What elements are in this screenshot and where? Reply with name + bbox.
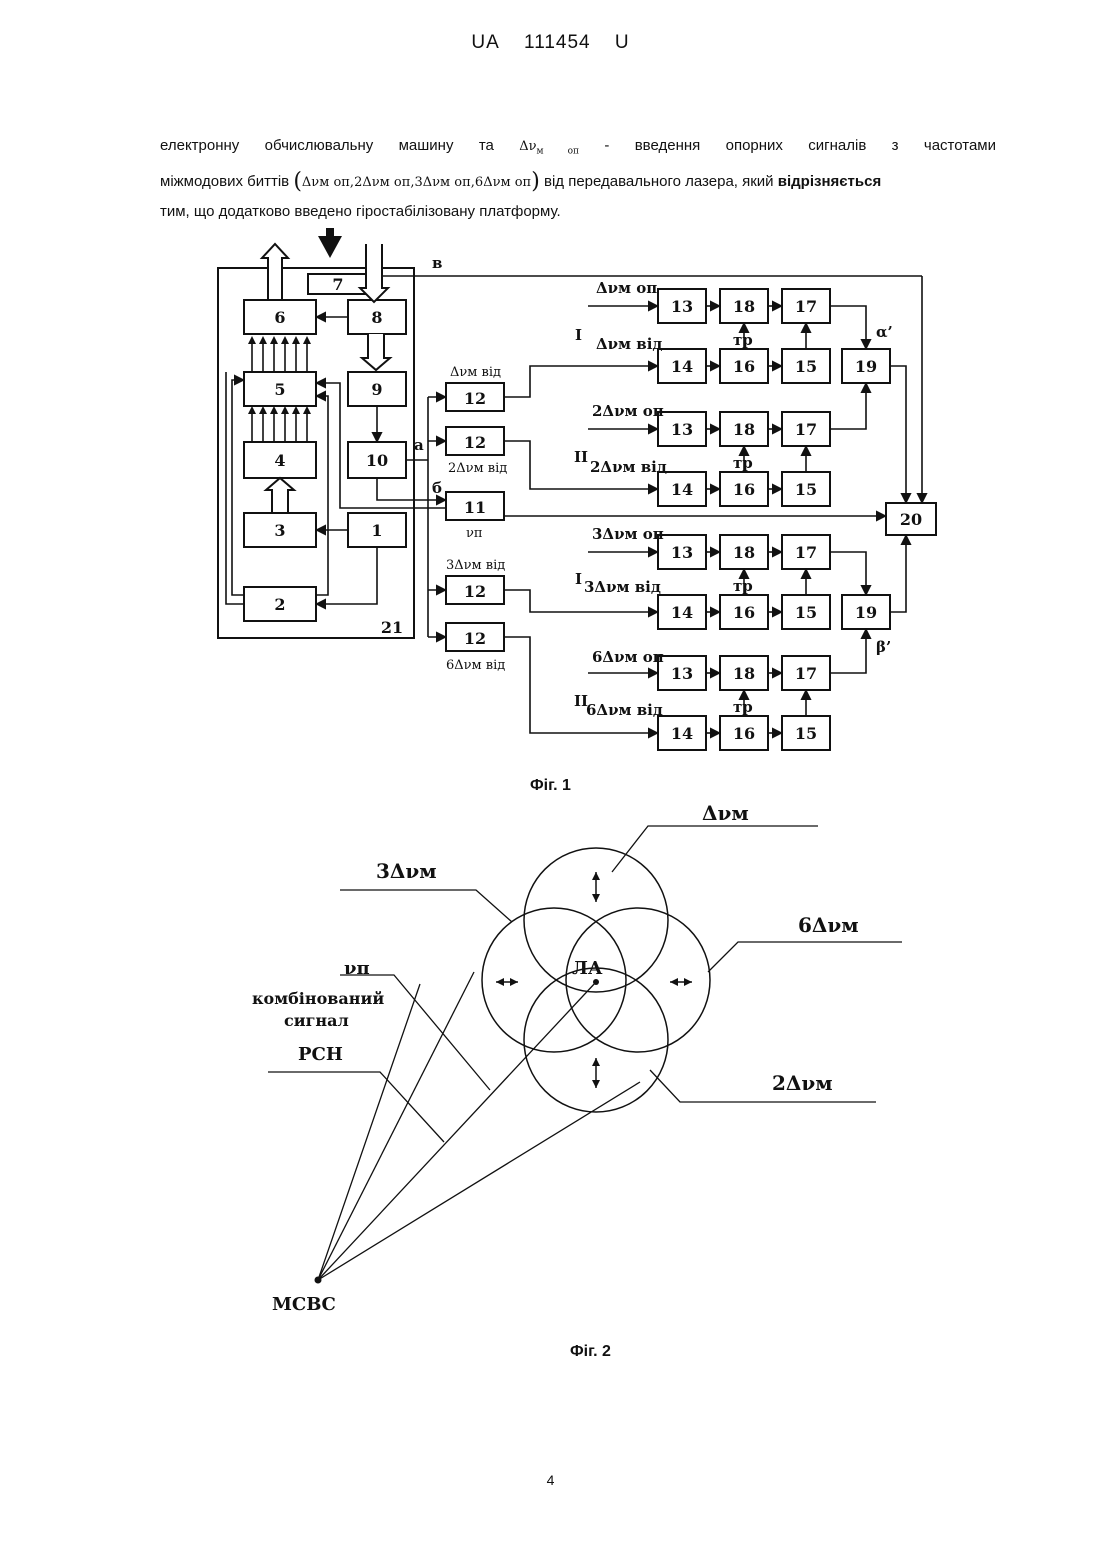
page-number: 4 (0, 1472, 1101, 1488)
fig2-leader-lines (268, 826, 902, 1280)
svg-text:ЛА: ЛА (572, 958, 603, 979)
svg-text:νп: νп (344, 958, 370, 979)
la-point (593, 979, 599, 985)
svg-text:6Δνм: 6Δνм (798, 913, 859, 937)
circle-6dv (566, 908, 710, 1052)
svg-text:МСВС: МСВС (272, 1294, 336, 1315)
circle-2dv (524, 968, 668, 1112)
svg-text:3Δνм: 3Δνм (376, 859, 437, 883)
svg-text:РСН: РСН (298, 1044, 343, 1065)
svg-text:Δνм: Δνм (702, 801, 749, 825)
figure-2-caption: Фіг. 2 (570, 1343, 611, 1361)
svg-text:комбінований: комбінований (252, 989, 384, 1008)
msvs-point (315, 1277, 322, 1284)
svg-text:2Δνм: 2Δνм (772, 1071, 833, 1095)
fig2-labels: Δνм 3Δνм 6Δνм 2Δνм νп комбінований сигна… (252, 801, 859, 1315)
svg-text:сигнал: сигнал (284, 1011, 349, 1030)
